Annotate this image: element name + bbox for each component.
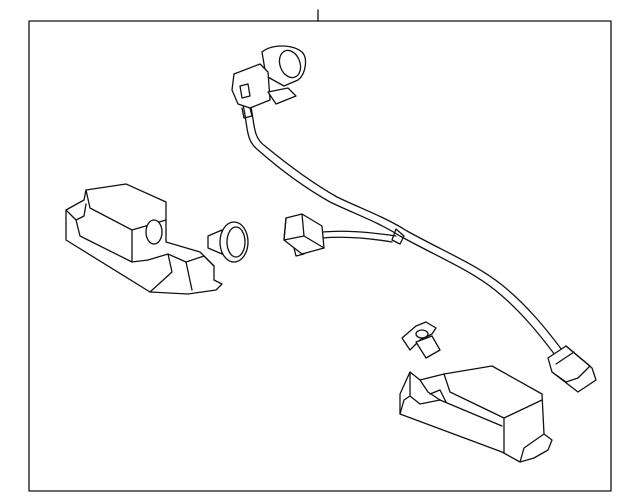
harness-end-connector bbox=[547, 345, 597, 393]
wiring-harness bbox=[231, 45, 597, 393]
harness-top-connector bbox=[231, 45, 307, 119]
diagram-frame bbox=[28, 20, 612, 492]
push-retainer-clip bbox=[401, 321, 441, 359]
lamp-socket-hole bbox=[145, 219, 163, 245]
harness-cable-edge-a bbox=[242, 104, 556, 356]
harness-junction-band bbox=[391, 228, 405, 245]
harness-branch-edge-b bbox=[321, 230, 397, 237]
license-lamp-left bbox=[65, 183, 223, 295]
lamp-bulb bbox=[207, 221, 249, 263]
harness-cable-edge-b bbox=[249, 102, 563, 351]
harness-middle-connector bbox=[283, 213, 325, 257]
license-lamp-right bbox=[399, 365, 553, 463]
harness-branch-edge-a bbox=[321, 236, 393, 243]
